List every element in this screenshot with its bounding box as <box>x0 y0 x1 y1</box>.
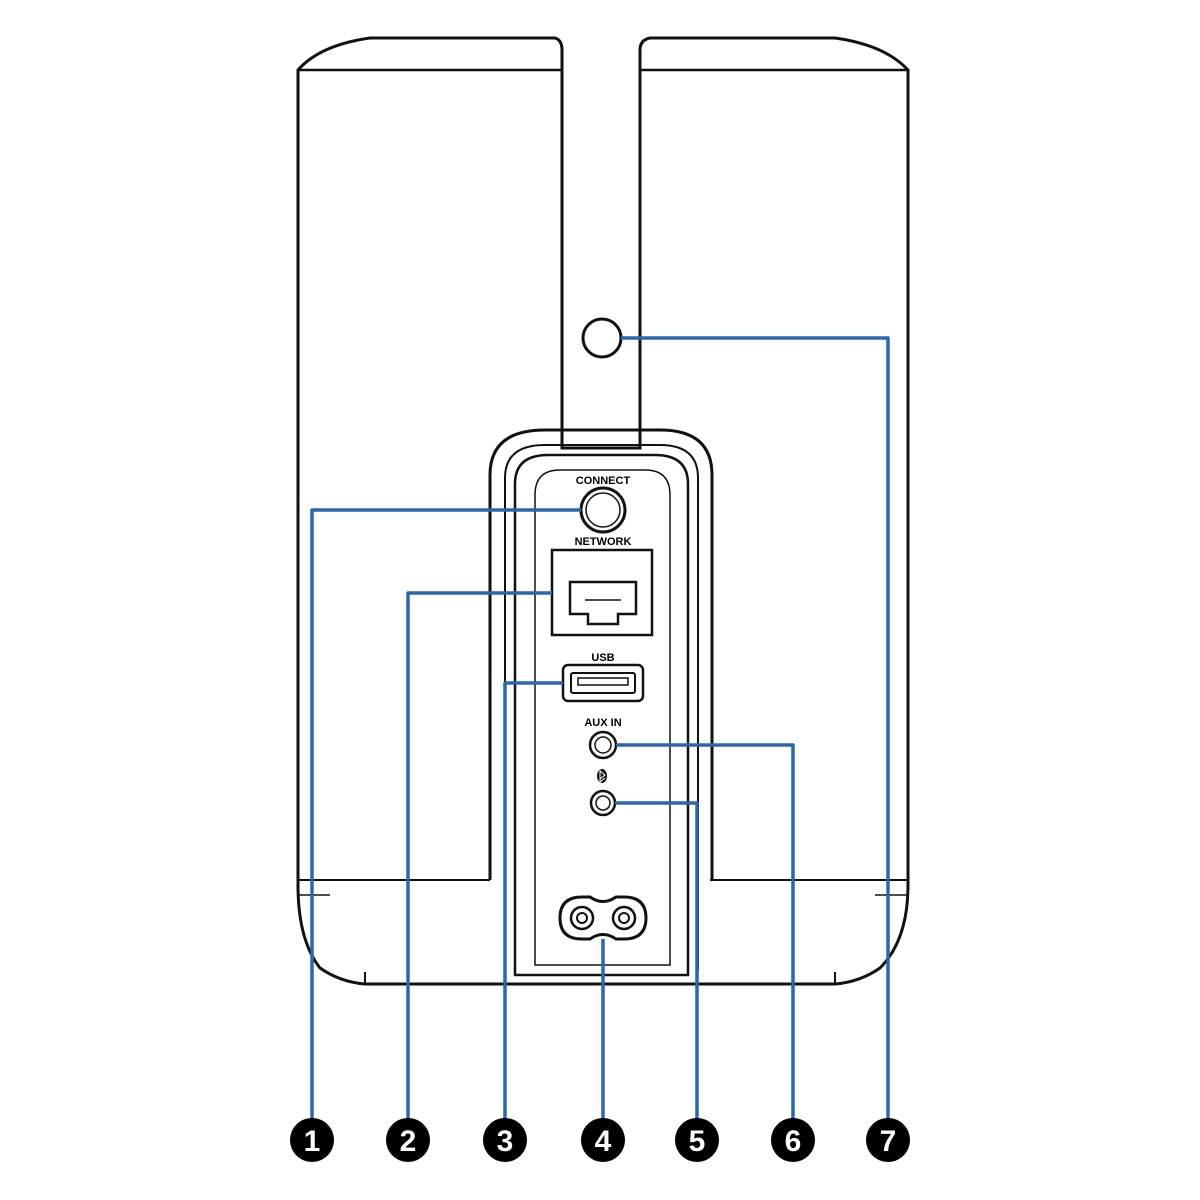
leader-line-2 <box>406 591 552 1122</box>
callout-marker-2: 2 <box>386 1118 430 1162</box>
callout-number-5: 5 <box>689 1125 706 1158</box>
leader-line-3 <box>503 681 563 1122</box>
leader-lines <box>310 336 890 1122</box>
mount-hole <box>581 317 623 359</box>
callout-marker-5: 5 <box>675 1118 719 1162</box>
callout-number-4: 4 <box>595 1125 612 1158</box>
callout-number-7: 7 <box>880 1125 897 1158</box>
callout-markers: 1 2 3 4 5 6 7 <box>290 1118 910 1162</box>
leader-line-5 <box>615 801 699 1122</box>
callout-marker-4: 4 <box>581 1118 625 1162</box>
network-port[interactable] <box>550 548 654 637</box>
callout-marker-3: 3 <box>483 1118 527 1162</box>
connector-panel <box>488 428 714 977</box>
power-inlet[interactable] <box>558 895 648 941</box>
bluetooth-button[interactable] <box>589 789 617 817</box>
callout-marker-1: 1 <box>290 1118 334 1162</box>
usb-port[interactable] <box>561 663 645 703</box>
bluetooth-icon <box>597 769 607 784</box>
network-label: NETWORK <box>575 536 632 548</box>
callout-marker-7: 7 <box>866 1118 910 1162</box>
panel-plate <box>513 453 690 977</box>
leader-line-1 <box>310 508 581 1122</box>
callout-number-6: 6 <box>785 1125 802 1158</box>
usb-label: USB <box>591 652 614 664</box>
aux-in-label: AUX IN <box>584 717 621 729</box>
leader-line-7 <box>621 336 890 1122</box>
connect-button[interactable] <box>579 486 627 534</box>
callout-number-2: 2 <box>400 1125 417 1158</box>
aux-in-jack[interactable] <box>588 730 618 760</box>
panel-inner-recess <box>504 444 699 970</box>
panel-face <box>534 469 671 966</box>
connect-label: CONNECT <box>576 475 631 487</box>
ethernet-port-icon <box>568 580 638 626</box>
leader-line-6 <box>616 743 795 1122</box>
callout-number-1: 1 <box>304 1125 321 1158</box>
speaker-body <box>296 36 910 986</box>
panel-outer-recess <box>488 428 714 880</box>
callout-marker-6: 6 <box>771 1118 815 1162</box>
callout-number-3: 3 <box>497 1125 514 1158</box>
